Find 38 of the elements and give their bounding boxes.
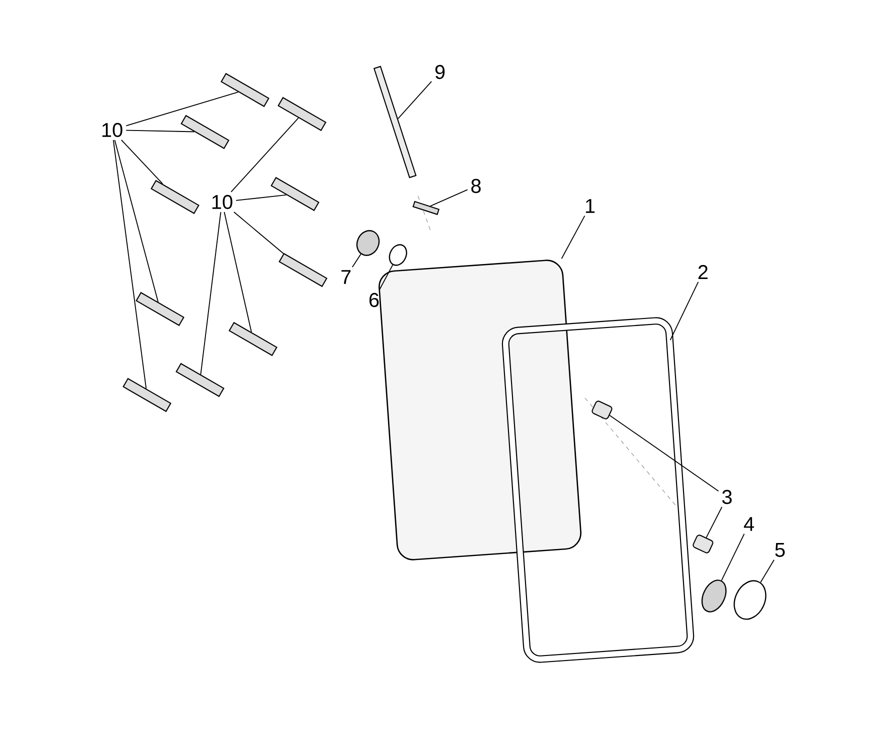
leader-line (398, 80, 432, 120)
crankcase-cover-drawing (378, 260, 582, 560)
leader-line (430, 189, 468, 207)
o-ring-drawing (388, 244, 408, 266)
leader-line (112, 140, 147, 389)
callout-number: 9 (435, 64, 445, 80)
callout-number: 8 (471, 178, 481, 194)
callout-number: 4 (744, 517, 754, 531)
leader-line (760, 559, 775, 583)
oil-seal-drawing (701, 580, 727, 612)
circlip-drawing (734, 580, 766, 620)
leader-line (126, 130, 195, 132)
gasket-drawing (502, 317, 694, 663)
callout-number: 10 (102, 122, 122, 138)
callout-number: 10 (212, 194, 232, 210)
leader-line (609, 414, 719, 492)
callout-number: 1 (586, 199, 595, 213)
leader-line (126, 92, 239, 126)
leader-line (706, 506, 722, 538)
leader-line (230, 117, 299, 192)
callout-number: 6 (369, 292, 379, 308)
callout-number: 2 (698, 265, 708, 279)
leader-line (670, 281, 699, 341)
leader-line (224, 212, 252, 333)
leader-line (561, 215, 586, 260)
callout-number: 7 (341, 270, 351, 284)
callout-number: 5 (775, 543, 785, 557)
leader-line (721, 533, 745, 581)
callout-number: 3 (722, 490, 732, 504)
plug-drawing (356, 230, 380, 256)
leader-line (378, 264, 394, 290)
leader-line (352, 254, 362, 268)
leader-line (233, 212, 284, 254)
leader-line (120, 140, 164, 184)
dowel-pin-drawing (692, 534, 714, 554)
leader-line (114, 140, 159, 302)
leader-line (200, 212, 222, 375)
leader-line (236, 194, 287, 201)
